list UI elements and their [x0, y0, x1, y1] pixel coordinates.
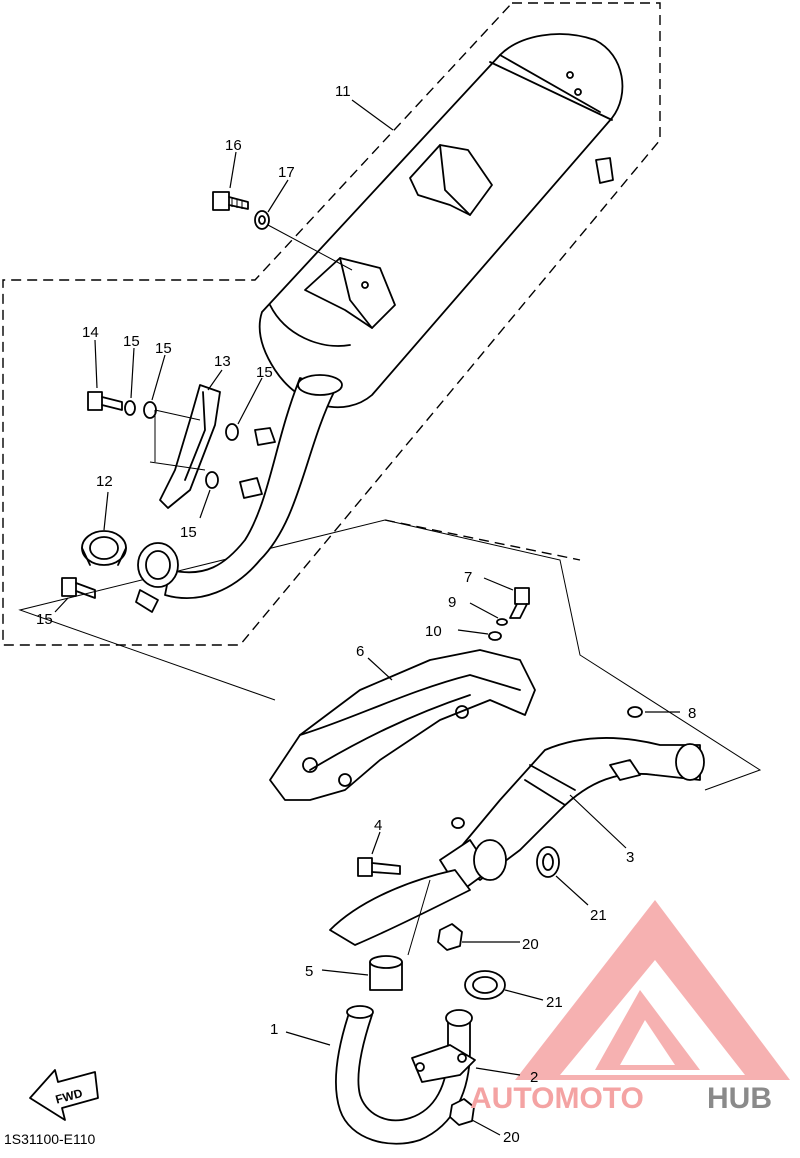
callout-21-upper: 21 [590, 907, 607, 924]
callout-18: 16 [225, 137, 242, 154]
callout-15-lower: 15 [180, 524, 197, 541]
callout-1: 1 [270, 1021, 278, 1038]
nut-20-lower-icon [449, 1098, 475, 1126]
callout-17: 15 [36, 611, 53, 628]
protector-5-icon [329, 869, 471, 956]
watermark-text-secondary: HUB [707, 1082, 772, 1115]
bolt-17-icon [61, 577, 96, 599]
muffler-assembly-box [2, 2, 661, 646]
washer-15-upper-icon [225, 423, 276, 446]
callout-15: 15 [155, 340, 172, 357]
washer-19-icon [254, 210, 270, 230]
heat-guard [159, 384, 221, 509]
collar-5-icon [369, 955, 403, 991]
bolt-4-icon [357, 857, 401, 877]
gasket-21-upper-icon [536, 846, 560, 878]
nut-20-upper-icon [437, 923, 463, 951]
fwd-label: FWD [54, 1086, 84, 1107]
watermark-logo-icon [515, 900, 790, 1080]
callout-12: 12 [96, 473, 113, 490]
callout-10: 10 [425, 623, 442, 640]
callout-3: 3 [626, 849, 634, 866]
diagram-code: 1S31100-E110 [4, 1131, 96, 1147]
washer-15-icon [143, 401, 157, 419]
washer-8-icon [627, 706, 643, 718]
callout-8: 8 [688, 705, 696, 722]
callout-9: 9 [448, 594, 456, 611]
fwd-arrow-icon [29, 1069, 99, 1121]
callout-16: 15 [123, 333, 140, 350]
washer-16-icon [124, 400, 136, 416]
callout-15-upper: 15 [256, 364, 273, 381]
callout-2: 2 [530, 1069, 538, 1086]
callout-6: 6 [356, 643, 364, 660]
bolt-7-icon [509, 587, 530, 619]
washer-15-lower-icon [205, 471, 263, 499]
gasket-12-icon [81, 530, 127, 566]
callout-20-lower: 20 [503, 1129, 520, 1146]
bolt-18-icon [212, 191, 249, 211]
clamp-icon [135, 542, 179, 613]
callout-7: 7 [464, 569, 472, 586]
bracket-6 [269, 649, 536, 801]
watermark-text-primary: AUTOMOTO [470, 1082, 644, 1115]
washer-10-icon [488, 631, 502, 641]
callout-20-upper: 20 [522, 936, 539, 953]
callout-14: 14 [82, 324, 99, 341]
bolt-14-icon [87, 391, 123, 411]
washer-9-icon [496, 618, 508, 626]
callout-21-lower: 21 [546, 994, 563, 1011]
callout-13: 13 [214, 353, 231, 370]
gasket-21-lower-icon [464, 970, 506, 1000]
header-pipe-1 [334, 1005, 473, 1145]
callout-11: 11 [335, 83, 351, 100]
muffler [164, 33, 624, 599]
flange-2-icon [411, 1044, 476, 1083]
callout-19: 17 [278, 164, 295, 181]
callout-5: 5 [305, 963, 313, 980]
callout-4: 4 [374, 817, 382, 834]
callouts: 11 16 17 14 15 15 13 15 12 15 15 7 9 10 … [36, 83, 696, 1146]
